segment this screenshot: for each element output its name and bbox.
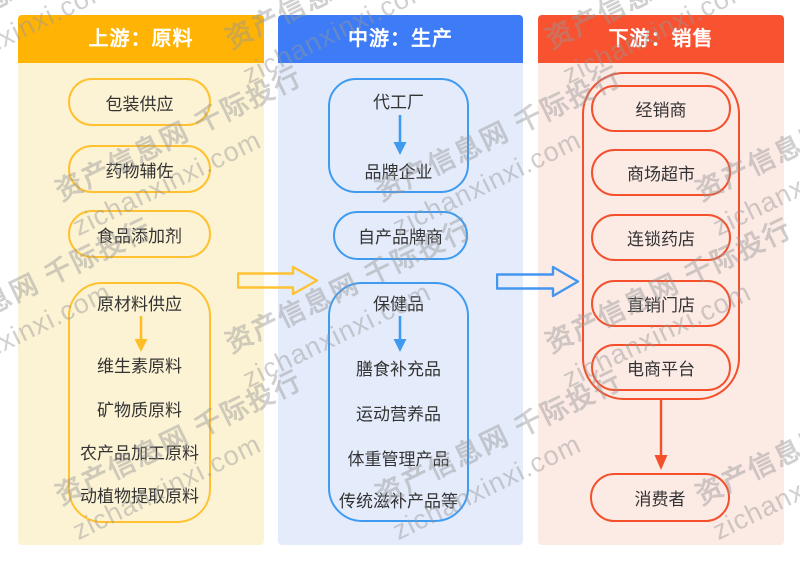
- pill-label: 电商平台: [627, 360, 695, 379]
- group-item: 传统滋补产品等: [339, 492, 458, 511]
- down-arrow-icon: [393, 115, 407, 155]
- pill-label: 药物辅佐: [105, 161, 174, 181]
- pill-label: 食品添加剂: [97, 226, 182, 246]
- upstream-column: 上游：原料 包装供应 药物辅佐 食品添加剂 原材料供应 维生素原料 矿物质原料 …: [18, 15, 264, 545]
- group-item: 农产品加工原料: [80, 444, 199, 463]
- upstream-header: 上游：原料: [18, 15, 264, 63]
- channel-pill-pharmacy-chain: 连锁药店: [591, 214, 731, 261]
- upstream-raw-material-group: 原材料供应 维生素原料 矿物质原料 农产品加工原料 动植物提取原料: [68, 282, 211, 523]
- midstream-oem-group: 代工厂 品牌企业: [328, 78, 469, 193]
- flow-arrow-midstream-to-downstream-icon: [496, 265, 580, 298]
- midstream-header: 中游：生产: [278, 15, 523, 63]
- group-item: 膳食补充品: [356, 360, 441, 379]
- group-head: 代工厂: [373, 93, 424, 112]
- flow-arrow-upstream-to-midstream-icon: [237, 265, 319, 296]
- midstream-pill-own-brand: 自产品牌商: [333, 211, 468, 260]
- group-item: 矿物质原料: [97, 401, 182, 420]
- pill-label: 自产品牌商: [358, 228, 443, 247]
- midstream-column: 中游：生产 代工厂 品牌企业 自产品牌商 保健品 膳食补充品 运动营养品 体重管…: [278, 15, 523, 545]
- midstream-health-products-group: 保健品 膳食补充品 运动营养品 体重管理产品 传统滋补产品等: [328, 282, 469, 522]
- group-head: 保健品: [373, 295, 424, 314]
- group-item: 体重管理产品: [347, 450, 450, 469]
- upstream-pill-food-additive: 食品添加剂: [68, 210, 211, 258]
- pill-label: 商场超市: [627, 165, 695, 184]
- channel-pill-supermarket: 商场超市: [591, 149, 731, 196]
- upstream-pill-pharma-aux: 药物辅佐: [68, 145, 211, 193]
- downstream-header: 下游：销售: [538, 15, 784, 63]
- pill-label: 消费者: [634, 490, 686, 509]
- pill-label: 经销商: [635, 101, 687, 120]
- group-item: 维生素原料: [97, 357, 182, 376]
- pill-label: 连锁药店: [627, 230, 695, 249]
- channel-pill-ecommerce: 电商平台: [591, 344, 731, 391]
- upstream-pill-packaging: 包装供应: [68, 78, 211, 126]
- pill-label: 直销门店: [627, 296, 695, 315]
- down-arrow-icon: [393, 316, 407, 352]
- group-item: 动植物提取原料: [80, 487, 199, 506]
- channel-pill-direct-store: 直销门店: [591, 280, 731, 327]
- group-item: 运动营养品: [356, 405, 441, 424]
- downstream-channels-group: 经销商 商场超市 连锁药店 直销门店 电商平台: [582, 72, 740, 400]
- channel-pill-distributor: 经销商: [591, 85, 731, 132]
- group-head: 原材料供应: [97, 295, 182, 314]
- down-arrow-icon: [134, 316, 148, 352]
- down-arrow-icon: [654, 400, 668, 470]
- group-item: 品牌企业: [364, 163, 433, 182]
- pill-label: 包装供应: [105, 94, 174, 114]
- consumer-pill: 消费者: [590, 473, 730, 522]
- downstream-column: 下游：销售 经销商 商场超市 连锁药店 直销门店 电商平台 消费者: [538, 15, 784, 545]
